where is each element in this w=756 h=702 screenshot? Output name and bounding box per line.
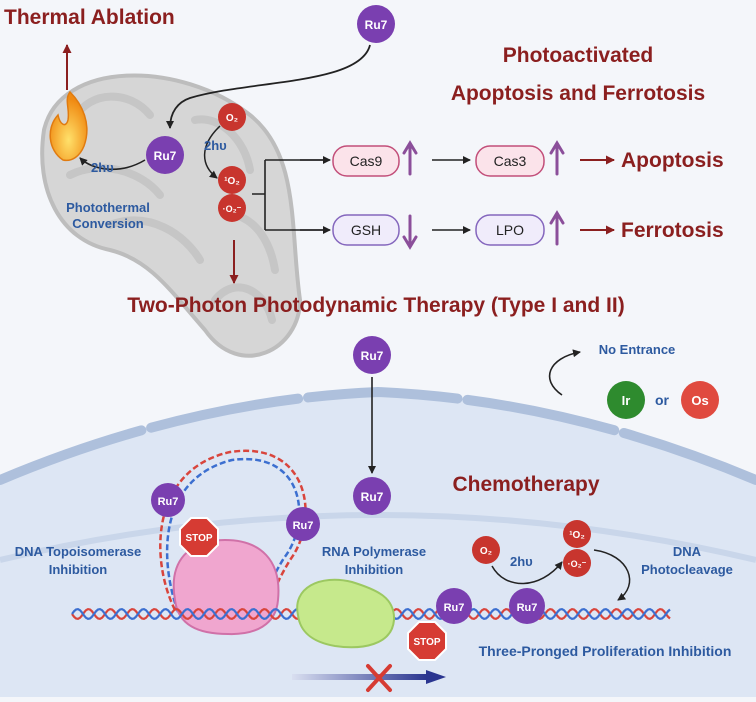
nucleus-membrane bbox=[0, 512, 756, 563]
svg-text:Os: Os bbox=[691, 393, 708, 408]
photoactivated-title-1: Photoactivated bbox=[503, 44, 654, 67]
ru7-molecule-loop-right: Ru7 bbox=[286, 507, 320, 541]
gsh-box: GSH bbox=[332, 214, 400, 246]
svg-text:Ru7: Ru7 bbox=[158, 496, 179, 508]
ru7-molecule-nucleus: Ru7 bbox=[353, 477, 391, 515]
svg-text:·O₂⁻: ·O₂⁻ bbox=[223, 204, 242, 214]
o2-molecule-top: O₂ bbox=[218, 103, 246, 131]
dna-loop bbox=[159, 449, 307, 613]
svg-text:Ru7: Ru7 bbox=[154, 149, 177, 163]
up-arrow-icon bbox=[549, 140, 565, 176]
stop-sign-icon: STOP bbox=[407, 621, 447, 661]
svg-text:Cas3: Cas3 bbox=[494, 153, 527, 169]
svg-text:Ru7: Ru7 bbox=[361, 349, 384, 363]
ru7-molecule-loop-left: Ru7 bbox=[151, 483, 185, 517]
rna-polymerase-enzyme bbox=[296, 578, 396, 649]
ferrotosis-label: Ferrotosis bbox=[621, 219, 724, 242]
svg-text:O₂: O₂ bbox=[480, 546, 492, 557]
rna-pol-label-1: RNA Polymerase bbox=[322, 544, 426, 559]
svg-text:¹O₂: ¹O₂ bbox=[224, 176, 240, 187]
svg-text:¹O₂: ¹O₂ bbox=[569, 530, 585, 541]
photoactivated-title-2: Apoptosis and Ferrotosis bbox=[451, 82, 705, 105]
svg-text:STOP: STOP bbox=[413, 637, 440, 648]
thermal-ablation-title: Thermal Ablation bbox=[4, 6, 175, 29]
or-label: or bbox=[655, 392, 670, 408]
up-arrow-icon bbox=[549, 210, 565, 246]
superoxide-molecule: ·O₂⁻ bbox=[218, 194, 246, 222]
two-hv-label-thermal: 2hυ bbox=[91, 160, 114, 175]
two-hv-label-cleavage: 2hυ bbox=[510, 554, 533, 569]
svg-text:·O₂⁻: ·O₂⁻ bbox=[568, 559, 587, 569]
svg-text:Ru7: Ru7 bbox=[365, 18, 388, 32]
arrow-photocleavage bbox=[593, 549, 631, 601]
ru7-molecule-dna-1: Ru7 bbox=[436, 588, 472, 624]
svg-text:Cas9: Cas9 bbox=[350, 153, 383, 169]
two-hv-label-pdt: 2hυ bbox=[204, 138, 227, 153]
cas3-box: Cas3 bbox=[475, 145, 545, 177]
cas9-box: Cas9 bbox=[332, 145, 400, 177]
ru7-molecule-top: Ru7 bbox=[357, 5, 395, 43]
rna-pol-label-2: Inhibition bbox=[345, 562, 404, 577]
ru7-molecule-center: Ru7 bbox=[353, 336, 391, 374]
ru7-molecule-mito: Ru7 bbox=[146, 136, 184, 174]
flame-icon bbox=[49, 90, 88, 162]
svg-text:Ir: Ir bbox=[622, 393, 631, 408]
dna-photocleavage-label-2: Photocleavage bbox=[641, 562, 733, 577]
arrow-o2-activation bbox=[203, 125, 221, 179]
ru7-molecule-dna-2: Ru7 bbox=[509, 588, 545, 624]
arrow-no-entrance bbox=[548, 349, 581, 396]
up-arrow-icon bbox=[402, 140, 418, 176]
ir-molecule: Ir bbox=[607, 381, 645, 419]
o2-molecule-cleavage: O₂ bbox=[472, 536, 500, 564]
arrow-cleavage-activation bbox=[491, 561, 563, 585]
svg-text:Ru7: Ru7 bbox=[293, 520, 314, 532]
singlet-o2-molecule-cleavage: ¹O₂ bbox=[563, 520, 591, 548]
chemotherapy-title: Chemotherapy bbox=[452, 473, 599, 496]
stop-sign-icon: STOP bbox=[179, 517, 219, 557]
dna-topo-label-1: DNA Topoisomerase bbox=[15, 544, 141, 559]
svg-text:STOP: STOP bbox=[185, 533, 212, 544]
no-entrance-label: No Entrance bbox=[599, 342, 676, 357]
down-arrow-icon bbox=[402, 214, 418, 250]
os-molecule: Os bbox=[681, 381, 719, 419]
lpo-box: LPO bbox=[475, 214, 545, 246]
bracket-lines bbox=[252, 159, 328, 231]
svg-text:Ru7: Ru7 bbox=[444, 602, 465, 614]
blocked-transcription-arrow bbox=[292, 670, 446, 684]
svg-text:Ru7: Ru7 bbox=[517, 602, 538, 614]
singlet-o2-molecule: ¹O₂ bbox=[218, 166, 246, 194]
photothermal-label-1: Photothermal bbox=[66, 200, 150, 215]
three-pronged-label: Three-Pronged Proliferation Inhibition bbox=[479, 643, 732, 659]
superoxide-molecule-cleavage: ·O₂⁻ bbox=[563, 549, 591, 577]
two-photon-pdt-title: Two-Photon Photodynamic Therapy (Type I … bbox=[127, 294, 624, 317]
svg-text:O₂: O₂ bbox=[226, 113, 238, 124]
dna-photocleavage-label-1: DNA bbox=[673, 544, 702, 559]
arrow-photothermal bbox=[79, 157, 146, 171]
svg-text:GSH: GSH bbox=[351, 222, 381, 238]
svg-text:Ru7: Ru7 bbox=[361, 490, 384, 504]
svg-text:LPO: LPO bbox=[496, 222, 524, 238]
photothermal-label-2: Conversion bbox=[72, 216, 144, 231]
arrow-ru7-entry bbox=[166, 44, 371, 129]
mitochondrion bbox=[40, 73, 303, 358]
apoptosis-label: Apoptosis bbox=[621, 149, 724, 172]
dna-topo-label-2: Inhibition bbox=[49, 562, 108, 577]
x-mark-icon bbox=[366, 664, 392, 692]
